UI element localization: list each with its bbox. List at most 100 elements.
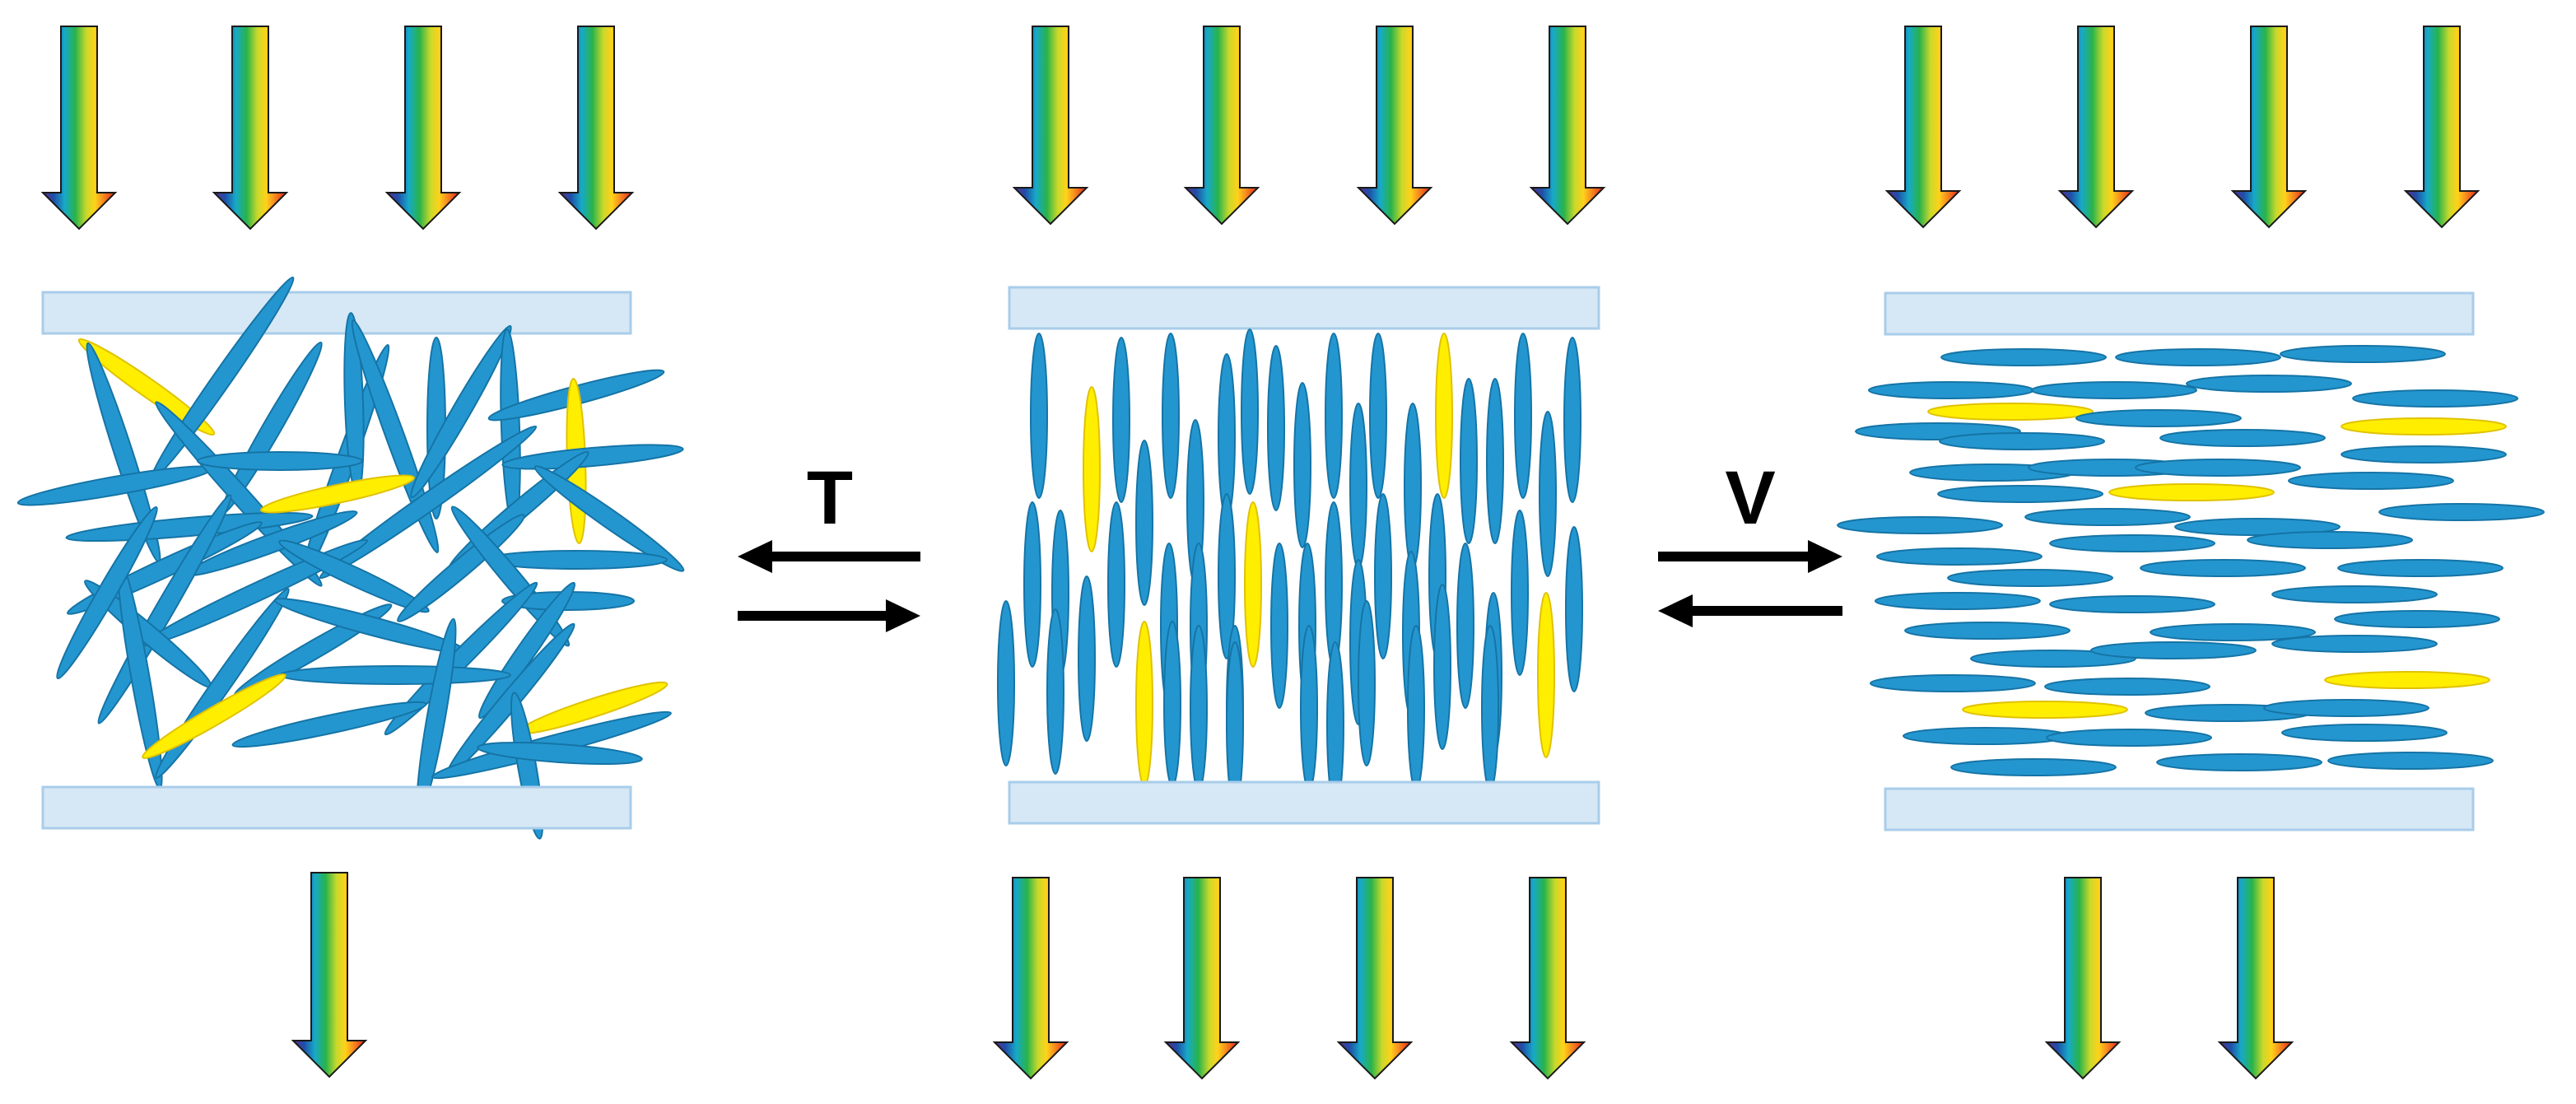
liquid-crystal-molecule	[1460, 378, 1478, 544]
guest-dye-molecule	[1435, 333, 1453, 499]
liquid-crystal-molecule	[1565, 526, 1583, 692]
liquid-crystal-molecule	[2031, 381, 2197, 399]
liquid-crystal-molecule	[1486, 378, 1504, 544]
rainbow-down-arrow-icon	[1356, 26, 1433, 226]
liquid-crystal-molecule	[410, 324, 512, 499]
liquid-crystal-molecule	[1218, 493, 1236, 659]
liquid-crystal-molecule	[2044, 678, 2210, 696]
liquid-crystal-molecule	[1404, 403, 1422, 569]
liquid-crystal-molecule	[279, 665, 511, 685]
rainbow-down-arrow-icon	[1336, 877, 1414, 1080]
liquid-crystal-molecule	[1078, 575, 1096, 742]
liquid-crystal-molecule	[1904, 622, 2071, 640]
liquid-crystal-molecule	[1947, 569, 2113, 587]
top-substrate	[1884, 291, 2475, 336]
guest-dye-molecule	[2341, 417, 2507, 436]
liquid-crystal-molecule	[997, 600, 1015, 766]
panel-isotropic	[16, 26, 685, 1078]
guest-dye-molecule	[1083, 386, 1101, 552]
incident-light-arrows	[40, 26, 635, 231]
liquid-crystal-molecule	[1267, 345, 1285, 511]
liquid-crystal-molecule	[450, 505, 571, 647]
top-substrate	[41, 291, 632, 335]
liquid-crystal-molecule	[1903, 727, 2069, 745]
incident-light-arrows	[1012, 26, 1606, 226]
liquid-crystal-molecule	[1937, 485, 2103, 503]
liquid-crystal-molecule	[2263, 699, 2429, 717]
liquid-crystal-molecule	[197, 451, 363, 471]
left-arrow-icon	[738, 540, 920, 573]
liquid-crystal-molecule	[1325, 333, 1343, 499]
liquid-crystal-molecule	[477, 581, 576, 720]
panel-horizontal	[1837, 26, 2545, 1080]
liquid-crystal-molecule	[2046, 729, 2212, 747]
rainbow-down-arrow-icon	[212, 26, 289, 231]
rainbow-down-arrow-icon	[2403, 26, 2481, 229]
liquid-crystal-molecule	[56, 505, 158, 680]
liquid-crystal-molecule	[1374, 493, 1392, 659]
liquid-crystal-molecule	[1135, 440, 1153, 606]
liquid-crystal-molecule	[1325, 501, 1343, 668]
liquid-crystal-molecule	[1876, 547, 2043, 566]
guest-dye-molecule	[2324, 671, 2490, 689]
liquid-crystal-molecule	[2327, 752, 2494, 770]
transmitted-light-arrows	[2044, 877, 2294, 1080]
liquid-crystal-molecule	[2156, 753, 2322, 771]
right-arrow-icon	[1658, 540, 1842, 573]
liquid-crystal-molecule	[533, 465, 685, 572]
guest-dye-molecule	[1244, 501, 1262, 668]
liquid-crystal-molecule	[1837, 516, 2003, 534]
guest-dye-molecule	[77, 338, 216, 436]
liquid-crystal-molecule	[1030, 333, 1048, 499]
rainbow-down-arrow-icon	[1509, 877, 1586, 1080]
liquid-crystal-molecule	[1407, 625, 1425, 791]
molecule-layer-random	[16, 276, 685, 840]
liquid-crystal-molecule	[1112, 337, 1130, 503]
liquid-crystal-molecule	[2049, 595, 2215, 613]
right-arrow-icon	[738, 599, 920, 632]
guest-dye-molecule	[1135, 621, 1153, 787]
liquid-crystal-molecule	[1358, 600, 1376, 766]
liquid-crystal-molecule	[1563, 337, 1581, 503]
liquid-crystal-molecule	[2288, 472, 2454, 490]
guest-dye-molecule	[260, 474, 415, 514]
liquid-crystal-molecule	[2135, 459, 2301, 477]
rainbow-down-arrow-icon	[2230, 26, 2308, 229]
liquid-crystal-molecule	[1940, 348, 2107, 366]
bottom-substrate	[1008, 780, 1600, 825]
liquid-crystal-molecule	[2174, 518, 2341, 536]
liquid-crystal-molecule	[1511, 510, 1529, 676]
liquid-crystal-molecule	[1162, 333, 1180, 499]
liquid-crystal-molecule	[2024, 508, 2191, 526]
liquid-crystal-molecule	[1023, 501, 1041, 668]
liquid-crystal-molecule	[1514, 333, 1532, 499]
rainbow-down-arrow-icon	[1012, 26, 1089, 226]
rainbow-down-arrow-icon	[291, 872, 368, 1078]
liquid-crystal-molecule	[1868, 381, 2034, 399]
liquid-crystal-molecule	[231, 701, 427, 748]
liquid-crystal-molecule	[1939, 432, 2105, 450]
liquid-crystal-molecule	[1875, 592, 2041, 610]
incident-light-arrows	[1884, 26, 2481, 229]
liquid-crystal-molecule	[1046, 608, 1064, 775]
transition-label-v: V	[1725, 456, 1775, 540]
transmitted-light-arrows	[291, 872, 368, 1078]
rainbow-down-arrow-icon	[1163, 877, 1241, 1080]
liquid-crystal-molecule	[501, 444, 684, 470]
guest-dye-molecule	[1537, 592, 1555, 758]
guest-dye-molecule	[1962, 701, 2128, 719]
bottom-substrate	[1884, 787, 2475, 831]
liquid-crystal-molecule	[2150, 623, 2316, 641]
bottom-substrate	[41, 785, 632, 830]
rainbow-down-arrow-icon	[40, 26, 118, 231]
liquid-crystal-molecule	[1349, 403, 1367, 569]
rainbow-down-arrow-icon	[1529, 26, 1606, 226]
liquid-crystal-molecule	[278, 539, 430, 613]
liquid-crystal-molecule	[2271, 585, 2438, 603]
liquid-crystal-molecule	[2352, 389, 2518, 408]
transition-t: T	[738, 456, 920, 632]
liquid-crystal-molecule	[1163, 621, 1181, 787]
rainbow-down-arrow-icon	[1183, 26, 1260, 226]
transmitted-light-arrows	[992, 877, 1586, 1080]
